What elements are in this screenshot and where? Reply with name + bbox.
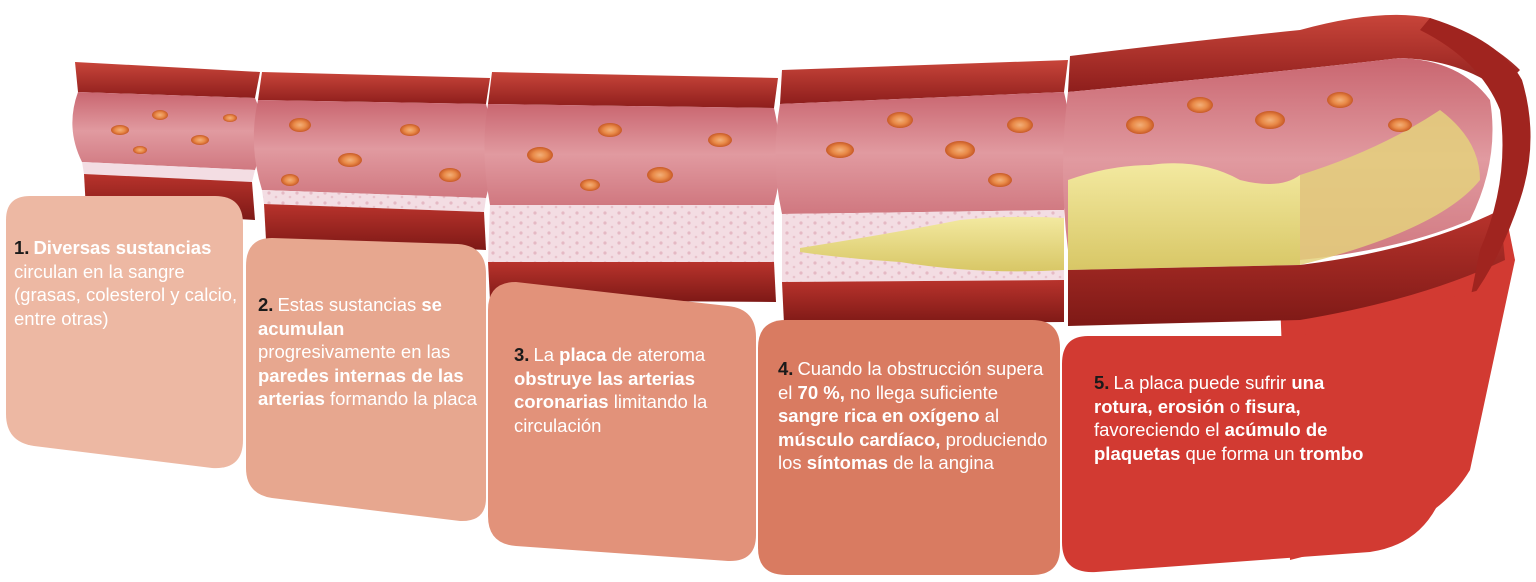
- step3-text: La placa de ateroma obstruye las arteria…: [514, 344, 707, 436]
- step5-text: La placa puede sufrir una rotura, erosió…: [1094, 372, 1363, 464]
- step2-text: Estas sustancias se acumulan progresivam…: [258, 294, 477, 409]
- step4-card: 4.Cuando la obstrucción supera el 70 %, …: [778, 357, 1056, 475]
- step3-text-run: placa: [559, 344, 607, 365]
- step1-text-run: circulan en la sangre (grasas, colestero…: [14, 260, 238, 329]
- step3-number: 3.: [514, 344, 530, 365]
- step5-card-bg: [1062, 290, 1480, 573]
- step3-card-bg: [488, 282, 756, 562]
- step1-number: 1.: [14, 237, 30, 258]
- step2-text-run: formando la placa: [324, 388, 478, 409]
- step5-text-run: acúmulo de plaquetas: [1094, 419, 1328, 464]
- red-blood-cells: [111, 92, 1412, 191]
- step3-text-run: obstruye las arterias coronarias: [514, 367, 695, 413]
- step2-text-run: progresivamente en las: [258, 341, 451, 362]
- step4-text-run: músculo cardíaco,: [778, 428, 941, 450]
- step2-card: 2.Estas sustancias se acumulan progresiv…: [258, 293, 482, 411]
- step2-text-run: se acumulan: [258, 294, 442, 339]
- artery-segment-2: [253, 72, 493, 250]
- step4-card-bg: [758, 320, 1060, 575]
- step4-text-run: al: [979, 405, 1000, 426]
- step1-card-bg: [6, 196, 243, 469]
- step4-text-run: síntomas: [806, 452, 889, 473]
- step3-text-run: limitando la circulación: [514, 391, 708, 436]
- step1-text-run: Diversas sustancias: [33, 237, 212, 258]
- step5-text-run: fisura,: [1245, 395, 1301, 417]
- step4-text-run: Cuando la obstrucción supera el: [778, 358, 1044, 403]
- step3-text-run: La: [533, 344, 560, 365]
- step4-text-run: produciendo los: [778, 428, 1048, 474]
- step4-text-run: no llega suficiente: [844, 381, 999, 403]
- step1-text: Diversas sustancias circulan en la sangr…: [14, 237, 237, 329]
- step3-card: 3.La placa de ateroma obstruye las arter…: [514, 343, 744, 437]
- artery-segment-5: [1063, 14, 1531, 326]
- artery-segment-3: [484, 72, 780, 302]
- step4-text-run: 70 %,: [797, 381, 845, 403]
- step4-text-run: de la angina: [888, 452, 994, 473]
- step5-text-run: una rotura, erosión: [1094, 372, 1325, 417]
- step5-number: 5.: [1094, 372, 1110, 393]
- step1-card: 1.Diversas sustancias circulan en la san…: [14, 236, 240, 330]
- step2-text-run: paredes internas de las arterias: [258, 364, 464, 410]
- step5-text-run: La placa puede sufrir: [1113, 372, 1292, 393]
- step5-card: 5.La placa puede sufrir una rotura, eros…: [1094, 371, 1384, 465]
- step3-text-run: de ateroma: [606, 344, 706, 365]
- step5-text-run: o: [1224, 395, 1246, 417]
- step5-text-run: que forma un: [1180, 442, 1300, 464]
- step2-number: 2.: [258, 294, 274, 315]
- step4-text-run: sangre rica en oxígeno: [778, 405, 980, 426]
- artery-segment-4: [775, 60, 1071, 324]
- step2-text-run: Estas sustancias: [277, 294, 422, 315]
- step4-text: Cuando la obstrucción supera el 70 %, no…: [778, 358, 1047, 473]
- step2-card-bg: [246, 238, 486, 522]
- step5-text-run: trombo: [1299, 442, 1364, 464]
- step5-text-run: favoreciendo el: [1094, 419, 1225, 440]
- step4-number: 4.: [778, 358, 794, 379]
